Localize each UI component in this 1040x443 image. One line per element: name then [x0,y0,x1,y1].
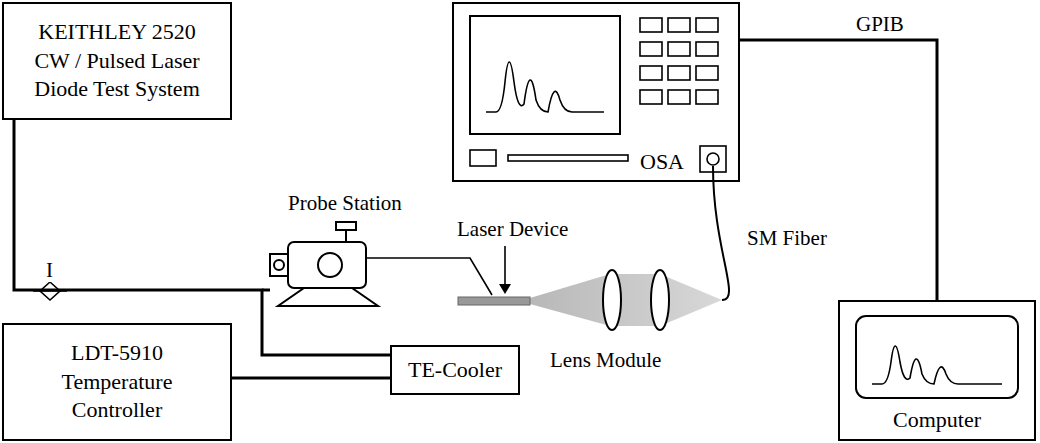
osa-button [696,90,718,104]
part-label: Probe Station [286,191,404,215]
osa-button [640,66,662,80]
computer-spectrum [872,346,1002,384]
node-label: TE-Cooler [408,356,502,385]
probe-knob-post [345,230,347,242]
node-label: LDT-5910 Temperature Controller [49,339,185,425]
wire-line [232,377,390,380]
osa-button [668,90,690,104]
probe-base [278,288,378,306]
osa-button [668,42,690,56]
wire-connector [740,40,937,300]
osa-instrument: OSA [452,2,740,182]
sm-fiber [713,166,729,300]
computer-screen [856,316,1018,398]
wire-line [740,40,937,300]
osa-buttons [640,18,718,104]
probe-station [270,222,378,306]
light-beam [530,274,722,326]
osa-switch [470,150,496,166]
lens [603,270,621,330]
probe-dial [318,253,342,277]
node-label: OSA [640,148,684,177]
osa-port-connector [707,153,719,165]
osa-button [640,18,662,32]
laser-device [458,297,530,305]
osa-spectrum [486,62,604,112]
cooler-box: TE-Cooler [390,345,520,395]
wire-connector [14,120,390,355]
part-label: SM Fiber [745,226,829,250]
osa-button [668,66,690,80]
instrument-box: KEITHLEY 2520 CW / Pulsed Laser Diode Te… [2,2,232,120]
probe-side-knob-dot [274,260,284,270]
controller-box: LDT-5910 Temperature Controller [2,323,232,441]
wire-line [14,120,390,355]
osa-button [696,42,718,56]
node-label: Computer [840,406,1034,435]
osa-screen [470,16,620,134]
leader-line [504,246,506,286]
probe-body [288,242,366,288]
part-label: Laser Device [455,217,570,241]
osa-slot [508,155,628,161]
current-label: I [44,258,55,282]
probe-arm [366,258,492,295]
part-label: Lens Module [548,348,663,372]
lens [651,270,669,330]
osa-button [668,18,690,32]
leader-arrowhead [499,284,511,294]
osa-button [696,18,718,32]
osa-button [640,42,662,56]
wire-connector [232,378,390,379]
computer-box: Computer [838,300,1036,441]
probe-side-knob [270,254,288,276]
node-label: KEITHLEY 2520 CW / Pulsed Laser Diode Te… [19,18,215,104]
osa-button [696,66,718,80]
probe-knob-cap [336,222,356,230]
bus-label: GPIB [853,12,907,36]
osa-button [640,90,662,104]
